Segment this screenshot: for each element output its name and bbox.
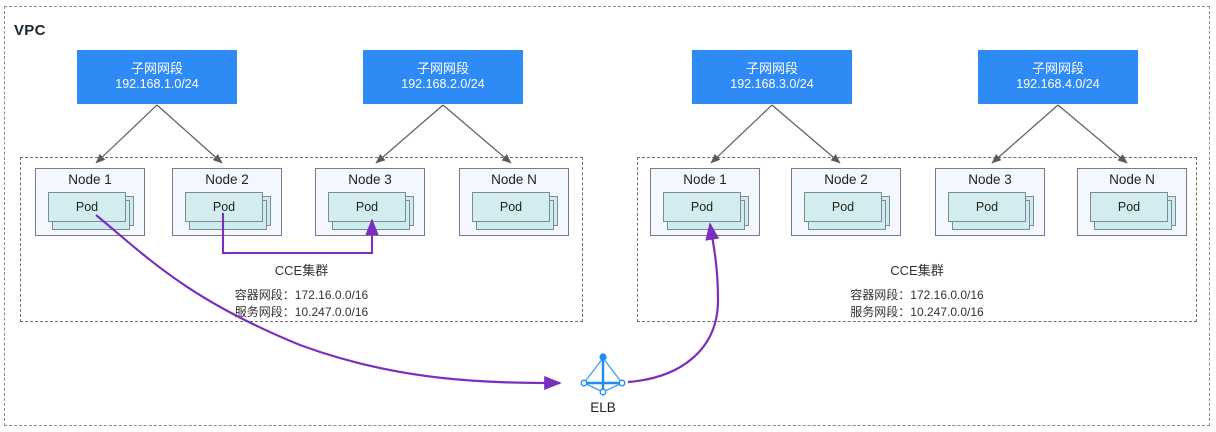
node-label: Node 3 xyxy=(348,172,392,187)
service-cidr-label: 服务网段：10.247.0.0/16 xyxy=(234,305,369,320)
container-cidr-label: 容器网段：172.16.0.0/16 xyxy=(850,288,984,302)
subnet-cidr: 192.168.2.0/24 xyxy=(401,77,485,92)
pod-stack[interactable]: Pod xyxy=(1090,192,1176,230)
node-label: Node 1 xyxy=(683,172,727,187)
pod-label: Pod xyxy=(804,192,882,222)
subnet-title: 子网网段 xyxy=(745,61,798,77)
pod-stack[interactable]: Pod xyxy=(48,192,134,230)
node-box-2-2[interactable]: Node 2 Pod xyxy=(791,168,901,236)
node-box-1-2[interactable]: Node 2 Pod xyxy=(172,168,282,236)
pod-stack[interactable]: Pod xyxy=(185,192,271,230)
vpc-boundary xyxy=(4,6,1210,426)
subnet-title: 子网网段 xyxy=(130,61,183,77)
service-cidr-label: 服务网段：10.247.0.0/16 xyxy=(850,305,984,320)
pod-label: Pod xyxy=(663,192,741,222)
subnet-box-1[interactable]: 子网网段 192.168.1.0/24 xyxy=(77,50,237,104)
subnet-title: 子网网段 xyxy=(1031,61,1084,77)
pod-stack[interactable]: Pod xyxy=(663,192,749,230)
node-label: Node N xyxy=(491,172,537,187)
container-cidr-label: 容器网段：172.16.0.0/16 xyxy=(234,288,369,302)
node-box-1-4[interactable]: Node N Pod xyxy=(459,168,569,236)
node-box-2-1[interactable]: Node 1 Pod xyxy=(650,168,760,236)
node-label: Node 1 xyxy=(68,172,112,187)
subnet-cidr: 192.168.1.0/24 xyxy=(115,77,199,92)
subnet-title: 子网网段 xyxy=(416,61,469,77)
pod-label: Pod xyxy=(1090,192,1168,222)
subnet-box-4[interactable]: 子网网段 192.168.4.0/24 xyxy=(978,50,1138,104)
pod-label: Pod xyxy=(472,192,550,222)
cce-cluster-1-title: CCE集群 xyxy=(274,263,329,278)
node-box-1-1[interactable]: Node 1 Pod xyxy=(35,168,145,236)
subnet-box-3[interactable]: 子网网段 192.168.3.0/24 xyxy=(692,50,852,104)
pod-label: Pod xyxy=(185,192,263,222)
node-box-2-4[interactable]: Node N Pod xyxy=(1077,168,1187,236)
node-label: Node 2 xyxy=(205,172,249,187)
cce-cluster-1-cidrs: 容器网段：172.16.0.0/16 服务网段：10.247.0.0/16 xyxy=(20,287,583,322)
pod-stack[interactable]: Pod xyxy=(472,192,558,230)
cce-cluster-2-title: CCE集群 xyxy=(890,263,944,278)
node-box-2-3[interactable]: Node 3 Pod xyxy=(935,168,1045,236)
pod-stack[interactable]: Pod xyxy=(804,192,890,230)
pod-label: Pod xyxy=(48,192,126,222)
elb-label: ELB xyxy=(590,400,616,415)
node-label: Node 2 xyxy=(824,172,868,187)
pod-label: Pod xyxy=(328,192,406,222)
node-label: Node N xyxy=(1109,172,1155,187)
vpc-label: VPC xyxy=(14,22,46,39)
subnet-box-2[interactable]: 子网网段 192.168.2.0/24 xyxy=(363,50,523,104)
pod-stack[interactable]: Pod xyxy=(328,192,414,230)
pod-label: Pod xyxy=(948,192,1026,222)
pod-stack[interactable]: Pod xyxy=(948,192,1034,230)
cce-cluster-2-cidrs: 容器网段：172.16.0.0/16 服务网段：10.247.0.0/16 xyxy=(637,287,1197,322)
subnet-cidr: 192.168.3.0/24 xyxy=(730,77,814,92)
node-box-1-3[interactable]: Node 3 Pod xyxy=(315,168,425,236)
node-label: Node 3 xyxy=(968,172,1012,187)
subnet-cidr: 192.168.4.0/24 xyxy=(1016,77,1100,92)
